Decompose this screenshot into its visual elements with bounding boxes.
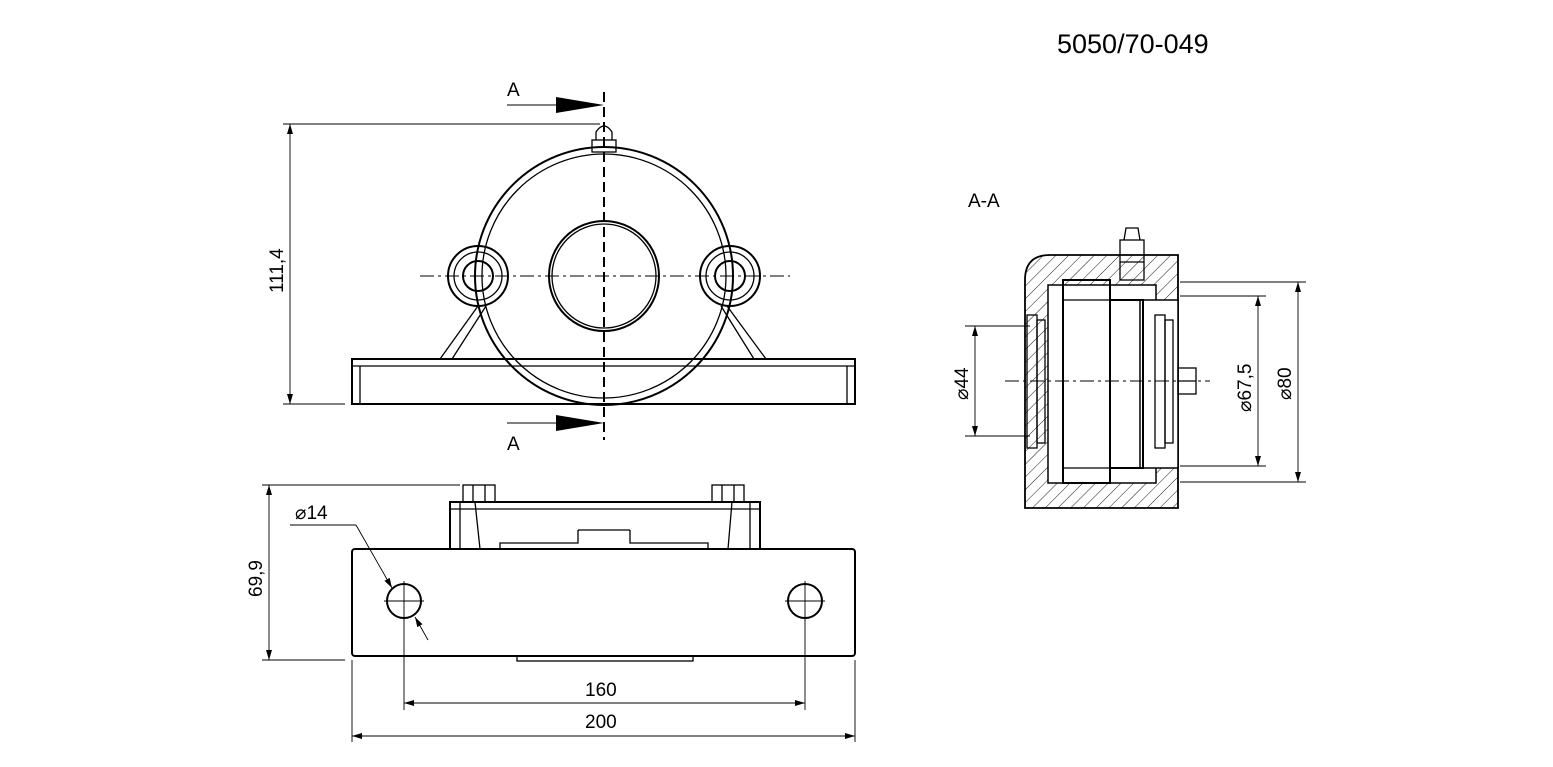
- dim-hole-spacing: 160: [585, 680, 617, 701]
- section-label: A-A: [968, 191, 1000, 212]
- dim-height-front: 111,4: [267, 248, 288, 293]
- left-bolt-head: [462, 484, 496, 503]
- dim-height-top: 69,9: [246, 560, 267, 597]
- drawing-number: 5050/70-049: [1057, 29, 1209, 59]
- cut-arrow-bottom: [556, 415, 604, 431]
- cut-label-top: A: [507, 80, 520, 101]
- top-view: ⌀14 69,9 160 200: [246, 484, 856, 742]
- section-view: A-A ⌀44 ⌀67,5: [952, 191, 1306, 509]
- cut-label-bottom: A: [507, 434, 520, 455]
- dim-inner-diameter: ⌀67,5: [1235, 364, 1256, 412]
- section-grease-nipple: [1119, 239, 1145, 281]
- right-bolt-head: [711, 484, 745, 503]
- dim-bore-diameter: ⌀44: [952, 367, 973, 400]
- top-base: [351, 548, 856, 657]
- dim-outer-diameter: ⌀80: [1275, 367, 1296, 400]
- dim-overall-length: 200: [585, 712, 617, 733]
- top-body: [449, 501, 761, 550]
- front-view: A A 111,4: [267, 80, 856, 455]
- dim-hole-diameter: ⌀14: [295, 503, 328, 524]
- cut-arrow-top: [556, 97, 604, 113]
